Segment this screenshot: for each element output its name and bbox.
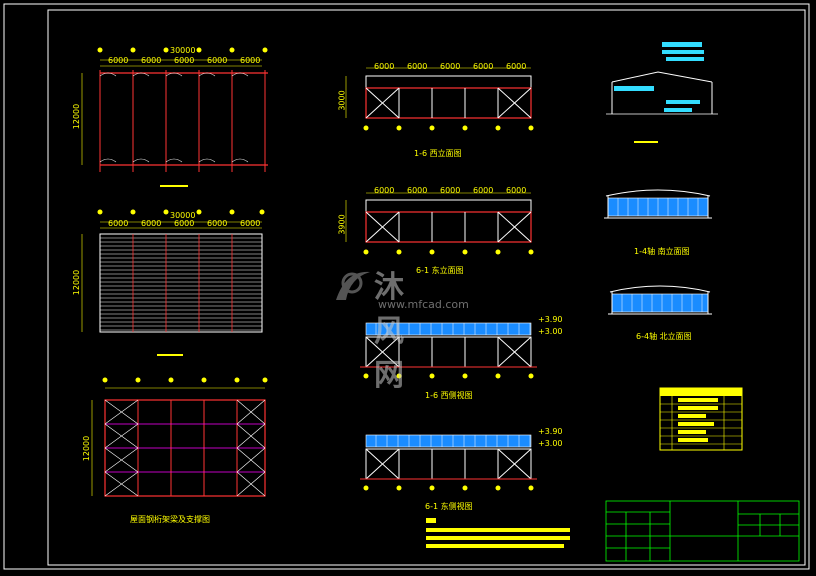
section-1-6	[360, 322, 537, 379]
plan-bay-dim: 6000	[174, 56, 195, 65]
caption-sect-6-1: 6-1 东侧视图	[425, 502, 473, 511]
elev2-bay-dim: 6000	[473, 186, 494, 195]
plan-depth-dim: 12000	[72, 103, 82, 130]
elev-bay-dim: 6000	[407, 62, 428, 71]
purlin-depth-dim: 12000	[72, 269, 82, 296]
mfcad-logo-icon	[336, 271, 370, 300]
watermark-brand: 沐风网	[374, 270, 406, 393]
roof-level-2: +3.90	[538, 427, 563, 436]
elev-height-dim: 3000	[337, 90, 347, 111]
caption-elev-1-6: 1-6 西立面图	[414, 149, 462, 158]
purlin-bay-dim: 6000	[108, 219, 129, 228]
plan-bay-dim: 6000	[108, 56, 129, 65]
elevation-6-1	[345, 192, 534, 255]
purlin-bay-dim: 6000	[207, 219, 228, 228]
roof-level-1: +3.90	[538, 315, 563, 324]
eave-level-1: +3.00	[538, 327, 563, 336]
elev2-bay-dim: 6000	[440, 186, 461, 195]
caption-north-elev: 6-4轴 北立面图	[636, 332, 692, 341]
north-elevation	[608, 285, 712, 315]
section-6-1	[360, 434, 537, 491]
caption-south-elev: 1-4轴 南立面图	[634, 247, 690, 256]
material-table	[659, 387, 743, 451]
elevation-1-6	[345, 67, 534, 131]
plan-bay-dim: 6000	[240, 56, 261, 65]
elev-bay-dim: 6000	[374, 62, 395, 71]
eave-level-2: +3.00	[538, 439, 563, 448]
gable-section	[606, 42, 718, 143]
elev2-bay-dim: 6000	[407, 186, 428, 195]
watermark-url: www.mfcad.com	[378, 298, 469, 311]
elev-bay-dim: 6000	[506, 62, 527, 71]
purlin-plan	[81, 209, 265, 356]
elev2-bay-dim: 6000	[506, 186, 527, 195]
plan-bay-dim: 6000	[141, 56, 162, 65]
elev-bay-dim: 6000	[473, 62, 494, 71]
notes-block	[426, 518, 570, 548]
elev2-bay-dim: 6000	[374, 186, 395, 195]
elev-bay-dim: 6000	[440, 62, 461, 71]
plan-bay-dim: 6000	[207, 56, 228, 65]
caption-bracing-plan: 屋面钢桁架梁及支撑图	[130, 515, 210, 524]
title-block	[605, 500, 800, 562]
caption-elev-6-1: 6-1 东立面图	[416, 266, 464, 275]
bracing-depth-dim: 12000	[82, 435, 92, 462]
plan-total-dim-2: 30000	[170, 211, 196, 220]
south-elevation	[604, 189, 712, 219]
inner-border	[47, 9, 806, 566]
plan-total-dim-1: 30000	[170, 46, 196, 55]
purlin-bay-dim: 6000	[174, 219, 195, 228]
column-plan	[81, 47, 268, 187]
purlin-bay-dim: 6000	[141, 219, 162, 228]
outer-border	[3, 3, 810, 570]
purlin-bay-dim: 6000	[240, 219, 261, 228]
elev2-height-dim: 3900	[337, 214, 347, 235]
bracing-plan	[91, 377, 268, 497]
caption-sect-1-6: 1-6 西侧视图	[425, 391, 473, 400]
